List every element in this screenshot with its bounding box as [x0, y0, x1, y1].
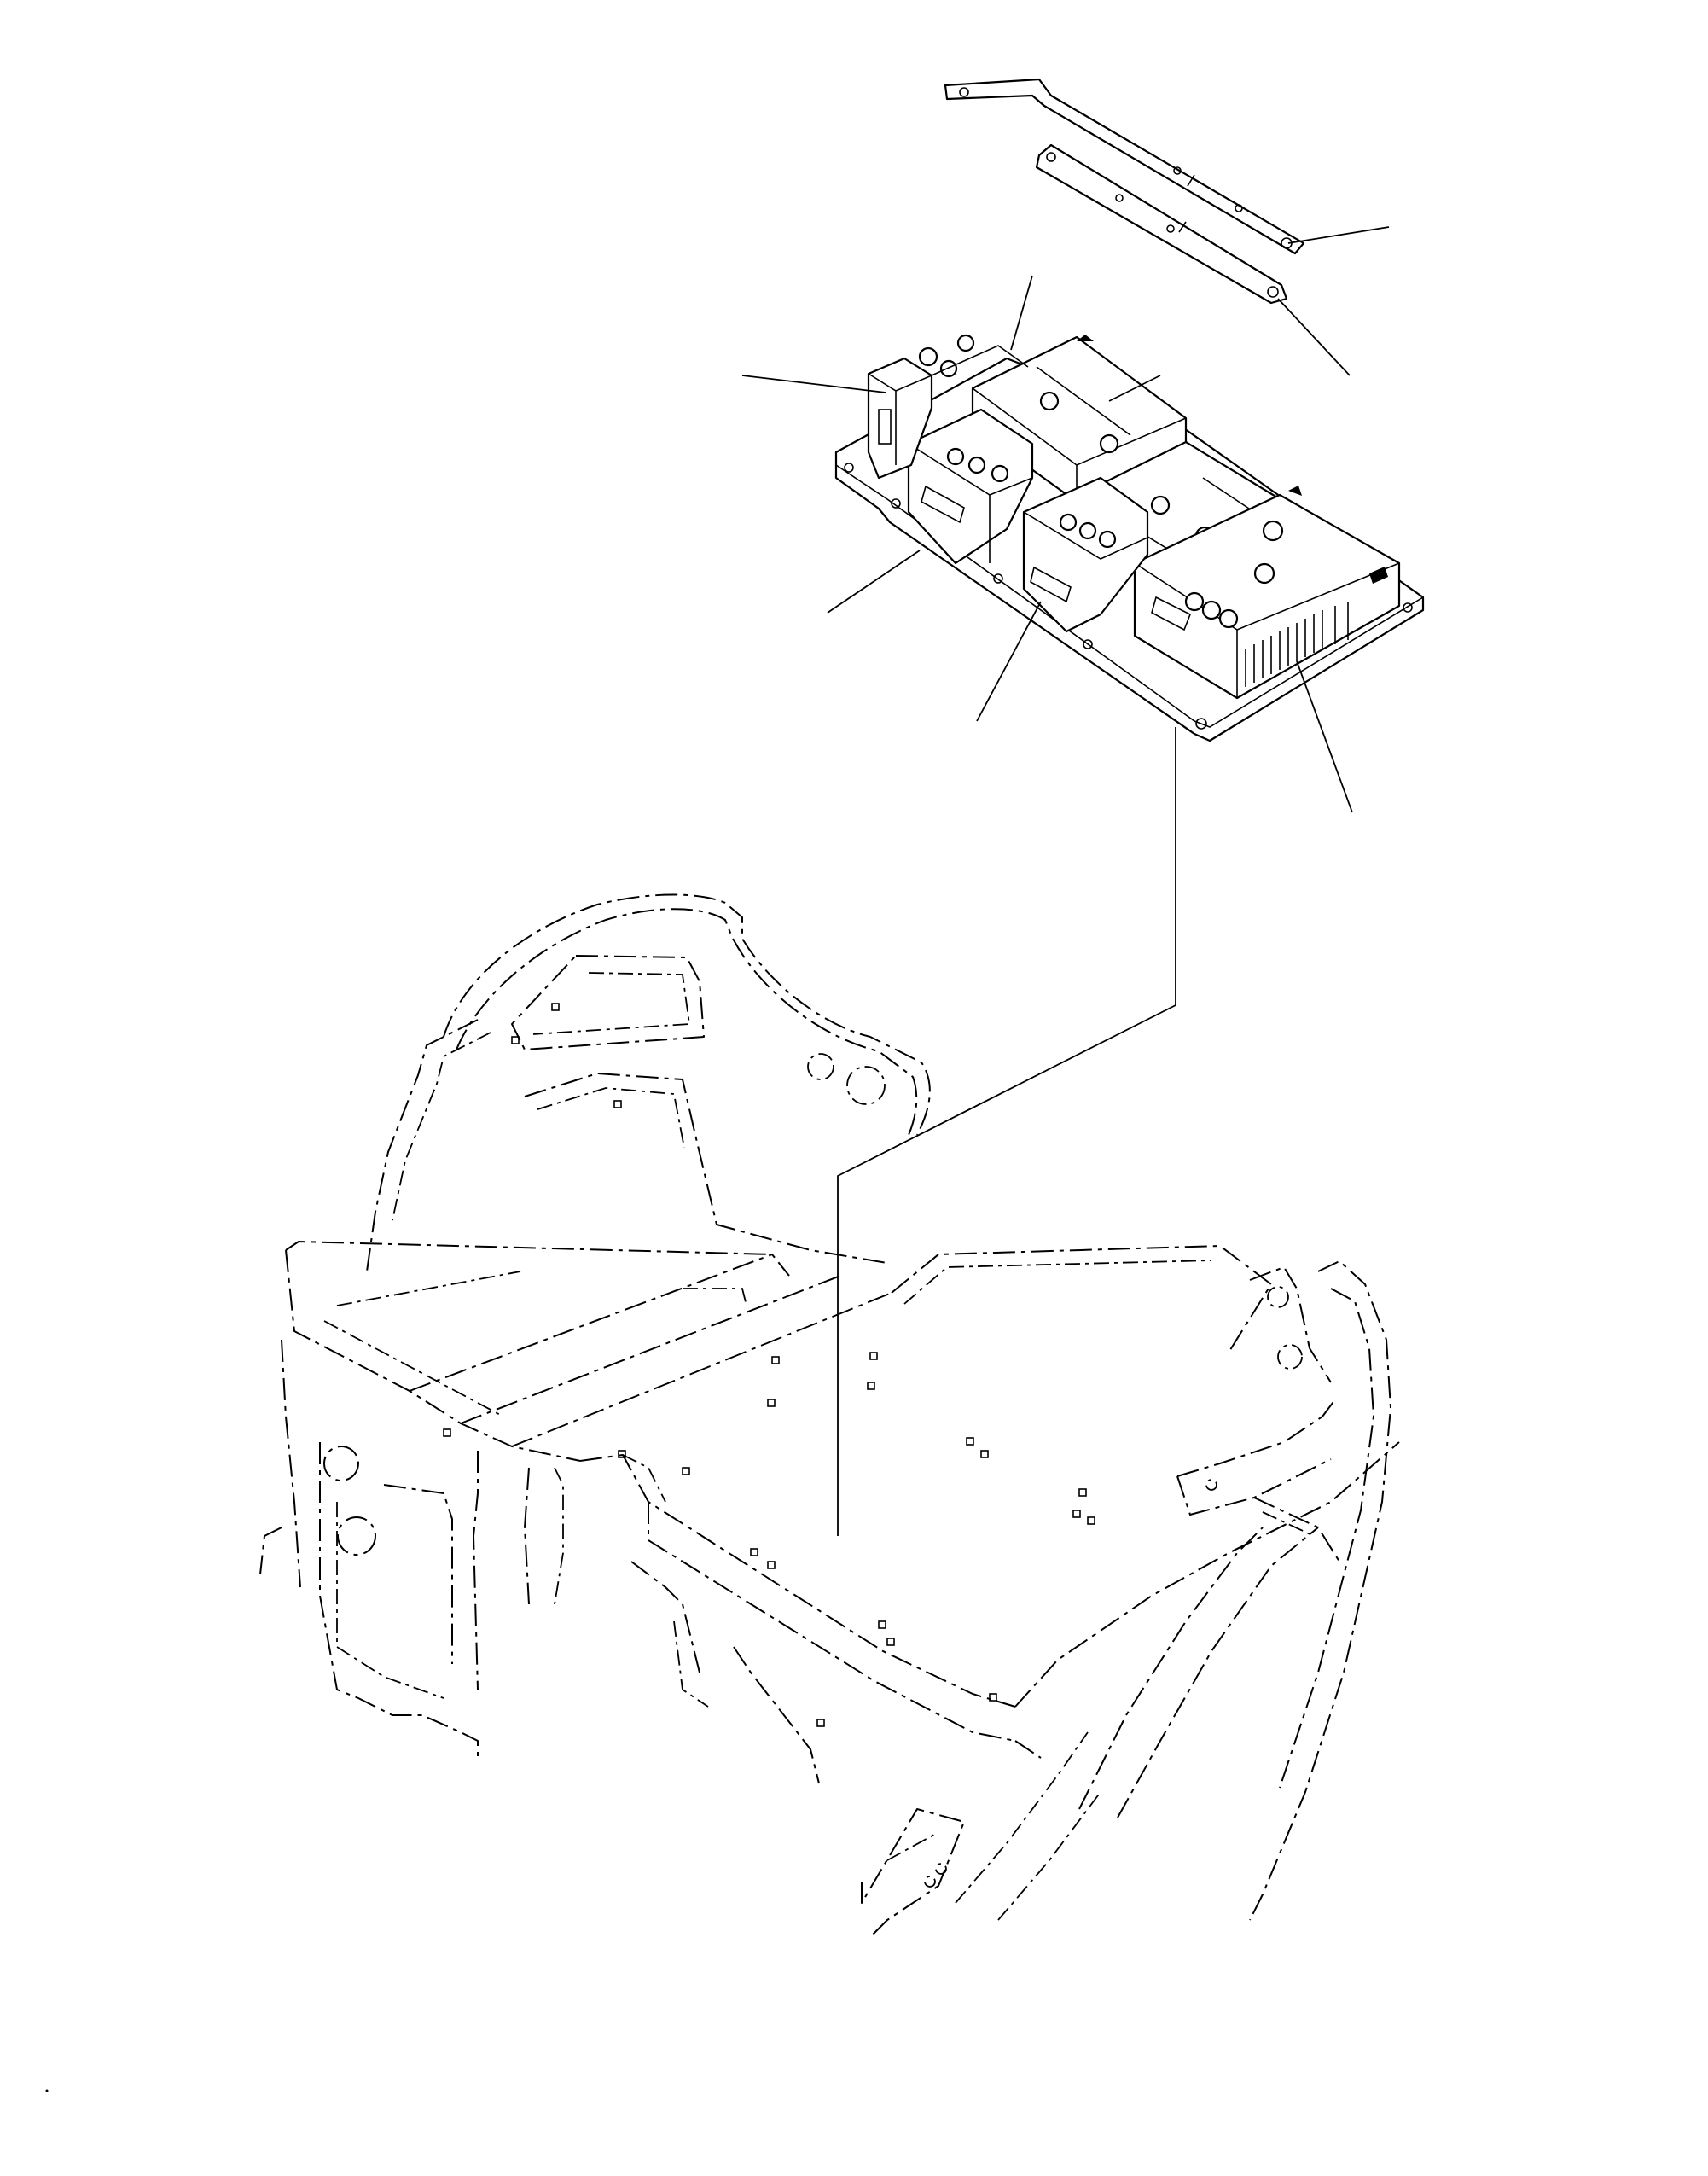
battery-icon	[907, 408, 1149, 633]
callout-leader-2	[1277, 298, 1351, 376]
callout-leader-1	[1287, 226, 1390, 244]
callout-leader-8	[837, 727, 1176, 1536]
corner-mark	[45, 2089, 49, 2092]
bracket-strap-upper-icon	[944, 78, 1305, 255]
vehicle-frame-phantom-icon	[259, 893, 1400, 1938]
battery-tray-assembly-icon	[834, 334, 1425, 742]
disconnect-switch-icon	[867, 334, 1029, 480]
callout-leader-4	[741, 375, 886, 393]
battery-icon	[1133, 493, 1401, 700]
callout-leader-7	[1296, 660, 1353, 813]
callout-leaders	[741, 226, 1390, 1536]
callout-leader-5	[827, 550, 921, 614]
callout-leader-3	[1010, 275, 1033, 351]
bracket-strap-lower-icon	[1035, 143, 1288, 305]
callout-leader-6	[976, 601, 1042, 722]
